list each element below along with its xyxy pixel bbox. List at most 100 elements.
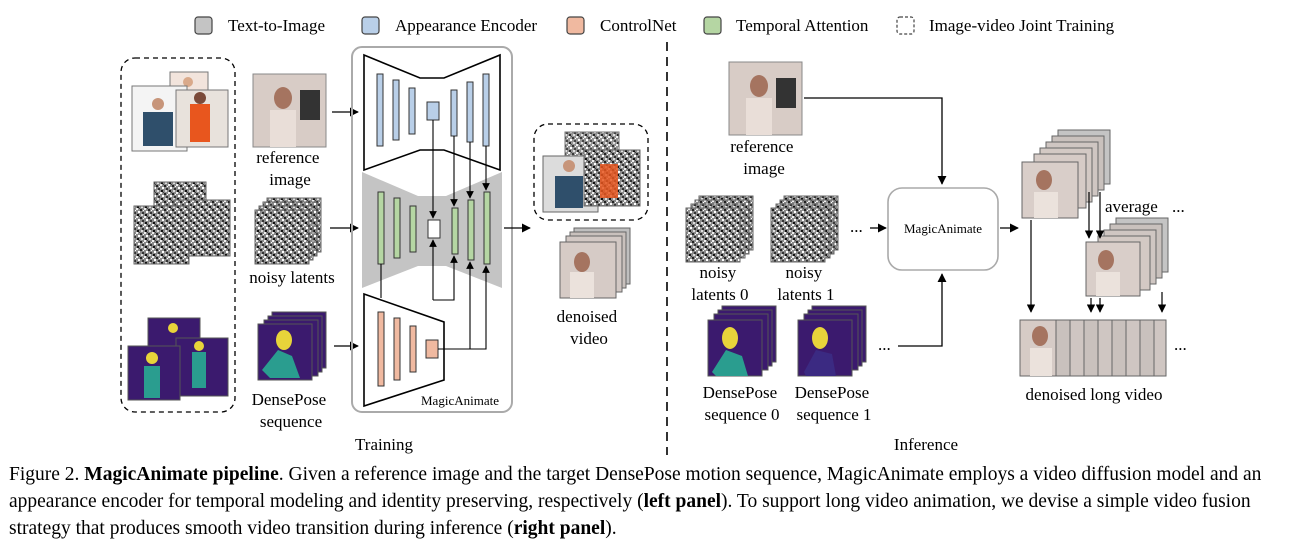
video-frame	[1111, 319, 1127, 377]
inference-panel-title: Inference	[894, 435, 958, 454]
caption-title: MagicAnimate pipeline	[84, 464, 279, 485]
training-pose-samples	[127, 317, 229, 401]
caption-text: ).	[605, 518, 617, 539]
pipeline-diagram: Text-to-Image Appearance Encoder Control…	[120, 16, 1187, 455]
video-frame	[1097, 319, 1113, 377]
encoder-layer	[450, 89, 458, 137]
inference-output-label: denoised long video	[1026, 385, 1163, 404]
inference-long-video	[1019, 319, 1167, 377]
video-frame	[1069, 319, 1085, 377]
controlnet-layer	[393, 317, 401, 381]
fusion-arrows	[1026, 192, 1167, 313]
connection	[470, 265, 490, 350]
pose-thumb	[192, 352, 206, 388]
latent-frame	[254, 209, 310, 265]
reference-photo	[746, 98, 772, 135]
latent-frame	[770, 207, 826, 263]
caption-prefix: Figure 2.	[9, 464, 85, 485]
ellipsis: ...	[1172, 197, 1185, 216]
controlnet-layer	[409, 325, 417, 373]
pose-frame	[262, 350, 300, 378]
controlnet-layers	[377, 311, 439, 387]
controlnet-layer	[377, 311, 385, 387]
unet-layer	[409, 205, 417, 253]
unet-layer	[467, 199, 475, 261]
legend-label: Appearance Encoder	[395, 16, 537, 35]
inference-noisy0-label: noisy latents 0	[691, 263, 748, 304]
encoder-layer	[376, 73, 384, 147]
legend-item-text-to-image: Text-to-Image	[194, 16, 325, 35]
unet-layers	[377, 191, 491, 265]
inference-video-stack-bottom	[1085, 217, 1169, 297]
unet-layer	[377, 191, 385, 265]
video-frame	[1036, 170, 1052, 190]
noise-thumb	[133, 205, 190, 265]
unet-layer	[483, 191, 491, 265]
legend-item-temporal-attention: Temporal Attention	[703, 16, 869, 35]
caption-text: ). To support long video animation, we d…	[9, 491, 1251, 539]
training-noise-samples	[133, 181, 231, 265]
reference-photo	[750, 75, 768, 97]
figure-caption: Figure 2. MagicAnimate pipeline. Given a…	[9, 461, 1304, 542]
training-noisy-latents	[254, 197, 322, 265]
inference-pose1-label: DensePose sequence 1	[795, 383, 874, 424]
video-frame	[1055, 319, 1071, 377]
legend-label: Text-to-Image	[228, 16, 325, 35]
arrow	[898, 273, 947, 347]
training-model-label: MagicAnimate	[421, 393, 499, 408]
joint-training-box	[120, 57, 236, 413]
connection	[433, 255, 458, 301]
average-label: average	[1105, 197, 1158, 216]
encoder-layer	[392, 79, 400, 141]
reference-photo	[274, 87, 292, 109]
training-output-images	[542, 131, 641, 213]
pose-thumb	[168, 323, 178, 333]
legend-swatch	[361, 16, 380, 35]
video-frame	[570, 272, 594, 298]
latent-frame	[685, 207, 741, 263]
legend-item-appearance-encoder: Appearance Encoder	[361, 16, 537, 35]
encoder-layer	[466, 81, 474, 143]
training-pose-label: DensePose sequence	[252, 390, 331, 431]
pose-frame	[712, 350, 748, 376]
caption-text: . Given a reference image and the target…	[9, 464, 1262, 512]
video-frame	[1153, 319, 1167, 377]
video-frame	[1030, 348, 1052, 376]
arrow	[804, 97, 947, 185]
inference-noisy-latents-1	[770, 195, 839, 263]
pose-thumb	[146, 352, 158, 364]
ellipsis: ...	[850, 217, 863, 236]
reference-photo	[300, 90, 320, 120]
training-denoised-video	[559, 227, 631, 299]
pose-frame	[804, 350, 836, 376]
encoder-layer	[408, 87, 416, 135]
video-frame	[1096, 272, 1120, 296]
inference-noisy1-label: noisy latents 1	[777, 263, 834, 304]
inference-reference-label: reference image	[730, 137, 797, 178]
controlnet-layer	[425, 339, 439, 359]
pose-frame	[812, 327, 828, 349]
training-reference-image	[252, 73, 327, 148]
encoder-layer	[482, 73, 490, 147]
inference-model-box	[887, 187, 999, 271]
legend-label: Temporal Attention	[736, 16, 869, 35]
training-noisy-label: noisy latents	[249, 268, 334, 287]
output-thumb	[563, 160, 575, 172]
video-frame	[1125, 319, 1141, 377]
inference-densepose-1	[797, 305, 867, 377]
encoder-connections	[429, 120, 490, 219]
inference-pose0-label: DensePose sequence 0	[703, 383, 782, 424]
video-frame	[574, 252, 590, 272]
ellipsis: ...	[878, 335, 891, 354]
inference-noisy-latents-0	[685, 195, 754, 263]
pose-frame	[722, 327, 738, 349]
training-model-box	[351, 46, 513, 413]
legend-swatch	[194, 16, 213, 35]
photo-thumb	[143, 112, 173, 146]
video-frame	[1083, 319, 1099, 377]
training-denoised-label: denoised video	[557, 307, 622, 348]
reference-photo	[270, 110, 296, 147]
photo-thumb	[152, 98, 164, 110]
appearance-encoder-layers	[376, 73, 490, 147]
inference-model-label: MagicAnimate	[904, 221, 982, 236]
